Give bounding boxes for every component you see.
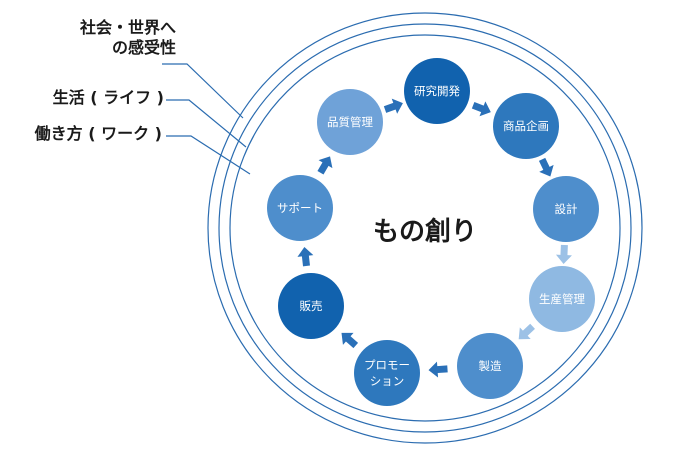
side-label-work: 働き方 ( ワーク ) <box>10 124 162 144</box>
step-circle <box>354 340 420 406</box>
leader-line-2 <box>166 99 247 148</box>
step-node-3: 設計 <box>533 176 599 242</box>
step-node-1: 研究開発 <box>404 58 470 124</box>
step-label: 販売 <box>300 299 323 313</box>
side-label-life-line-1: 生活 ( ライフ ) <box>52 88 164 107</box>
step-circle <box>457 333 523 399</box>
step-circle <box>533 176 599 242</box>
flow-arrow-8 <box>317 156 333 175</box>
leader-line-3 <box>166 135 251 175</box>
side-label-life: 生活 ( ライフ ) <box>24 88 164 108</box>
step-label: 品質管理 <box>327 115 373 129</box>
side-label-work-line-1: 働き方 ( ワーク ) <box>34 124 162 143</box>
step-label: 商品企画 <box>503 119 549 133</box>
ring-2 <box>218 23 632 433</box>
step-circle <box>404 58 470 124</box>
step-node-9: 品質管理 <box>317 89 383 155</box>
flow-arrow-7 <box>297 247 314 267</box>
side-label-society: 社会・世界へ の感受性 <box>24 18 176 58</box>
step-node-2: 商品企画 <box>493 93 559 159</box>
step-label: 生産管理 <box>539 292 585 306</box>
flow-arrow-9 <box>383 98 403 114</box>
step-label: 設計 <box>555 202 578 216</box>
step-label: 製造 <box>479 359 502 373</box>
flow-arrow-2 <box>538 157 554 177</box>
flow-arrow-1 <box>471 101 491 117</box>
step-circle <box>493 93 559 159</box>
step-node-7: 販売 <box>278 273 344 339</box>
step-label: サポート <box>277 201 323 215</box>
step-circle <box>317 89 383 155</box>
ring-3 <box>229 34 621 422</box>
step-circle <box>529 266 595 332</box>
side-label-society-line-2: の感受性 <box>111 38 176 57</box>
step-label: プロモー <box>364 358 410 372</box>
step-circle <box>267 175 333 241</box>
flow-arrow-4 <box>518 323 535 340</box>
step-node-5: 製造 <box>457 333 523 399</box>
flow-arrow-6 <box>341 332 359 349</box>
ring-1 <box>207 12 643 444</box>
flow-arrow-5 <box>428 361 448 378</box>
step-node-8: サポート <box>267 175 333 241</box>
flow-arrow-3 <box>555 244 572 264</box>
step-label: 研究開発 <box>414 84 460 98</box>
step-label: ション <box>370 374 405 388</box>
step-node-4: 生産管理 <box>529 266 595 332</box>
side-label-society-line-1: 社会・世界へ <box>79 18 176 37</box>
center-label: もの創り <box>373 217 477 247</box>
leader-line-1 <box>162 63 244 119</box>
step-circle <box>278 273 344 339</box>
